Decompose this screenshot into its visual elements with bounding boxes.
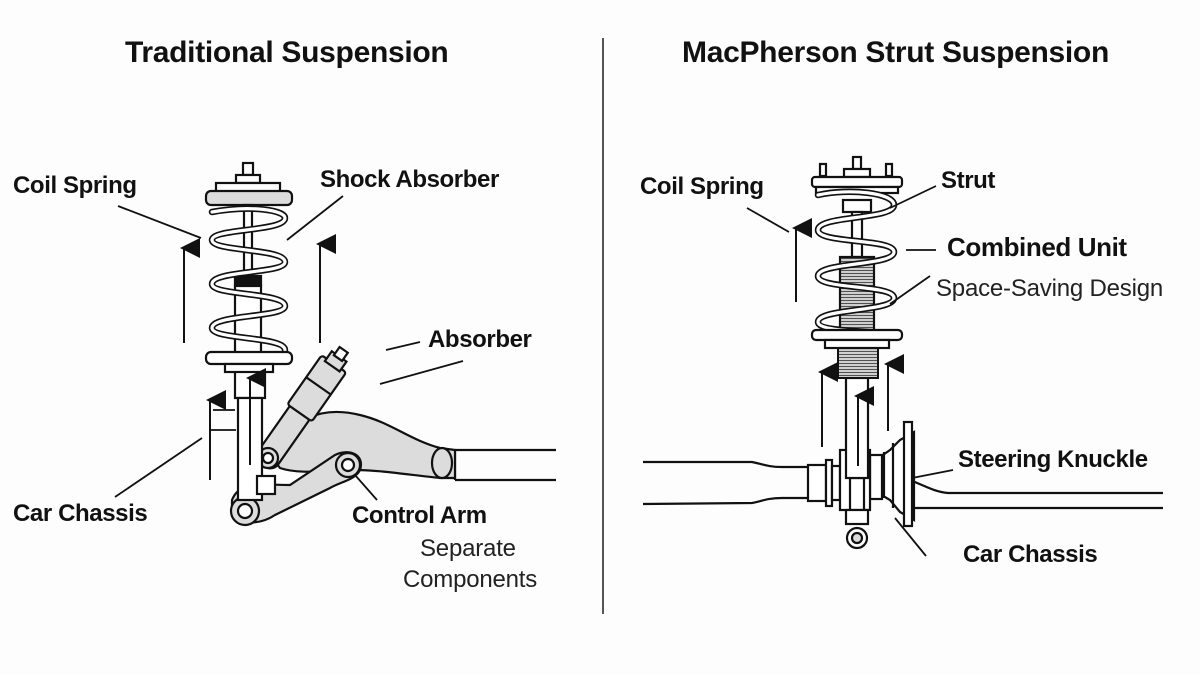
note-separate: Separate [420, 535, 516, 562]
hub-rings [806, 458, 842, 508]
label-car-chassis-right: Car Chassis [963, 541, 1098, 568]
label-shock-absorber: Shock Absorber [320, 166, 499, 193]
label-coil-spring-right: Coil Spring [640, 173, 764, 200]
label-absorber: Absorber [428, 326, 532, 353]
traditional-suspension-diagram [114, 161, 556, 527]
cv-boot [868, 420, 916, 528]
force-arrows-right [792, 218, 904, 466]
leader-lines [114, 195, 464, 501]
right-panel-title: MacPherson Strut Suspension [682, 36, 1109, 69]
lower-arm [229, 451, 363, 527]
left-panel-title: Traditional Suspension [125, 36, 449, 69]
label-combined-unit: Combined Unit [947, 232, 1127, 262]
control-arm [268, 410, 457, 480]
force-arrows [180, 234, 336, 480]
label-coil-spring-left: Coil Spring [13, 172, 137, 199]
label-car-chassis-left: Car Chassis [13, 500, 148, 527]
strut-spring-assembly [810, 155, 904, 350]
note-components: Components [403, 566, 538, 593]
label-control-arm: Control Arm [352, 502, 487, 529]
steering-knuckle [838, 376, 872, 550]
panel-divider [602, 38, 604, 614]
label-steering-knuckle: Steering Knuckle [958, 446, 1148, 473]
leader-lines-right [746, 185, 954, 557]
label-space-saving-design: Space-Saving Design [936, 275, 1164, 302]
label-strut: Strut [941, 167, 995, 194]
